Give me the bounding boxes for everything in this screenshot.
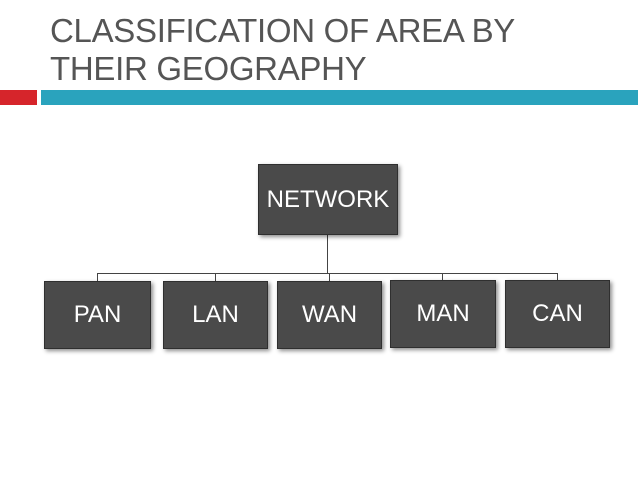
title-line-2: THEIR GEOGRAPHY — [50, 50, 367, 87]
node-pan-label: PAN — [73, 301, 122, 328]
connector-drop-man — [442, 273, 443, 281]
connector-drop-lan — [215, 273, 216, 281]
accent-bar-red — [0, 90, 37, 105]
node-wan: WAN — [277, 281, 382, 349]
node-man: MAN — [390, 280, 496, 348]
node-lan: LAN — [163, 281, 268, 349]
node-can-label: CAN — [532, 300, 583, 327]
title-line-1: CLASSIFICATION OF AREA BY — [50, 12, 516, 49]
connector-drop-wan — [329, 273, 330, 281]
connector-root-stem — [327, 234, 328, 274]
accent-bar-teal — [41, 90, 638, 105]
node-man-label: MAN — [416, 300, 470, 327]
node-lan-label: LAN — [192, 301, 239, 328]
node-wan-label: WAN — [301, 301, 358, 328]
node-network-label: NETWORK — [266, 185, 390, 213]
connector-horizontal — [97, 273, 558, 274]
connector-drop-can — [557, 273, 558, 281]
node-can: CAN — [505, 280, 610, 348]
connector-drop-pan — [97, 273, 98, 281]
node-pan: PAN — [44, 281, 151, 349]
slide-title: CLASSIFICATION OF AREA BY THEIR GEOGRAPH… — [50, 12, 610, 88]
node-network: NETWORK — [258, 164, 398, 235]
